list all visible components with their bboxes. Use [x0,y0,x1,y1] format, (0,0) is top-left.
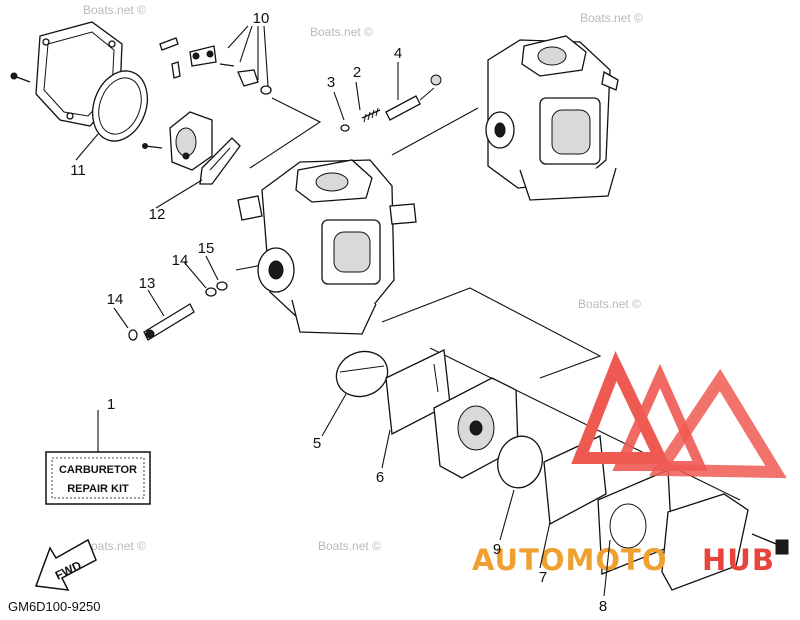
connector-line-jet [391,107,479,156]
repair-kit-label: CARBURETOR REPAIR KIT [45,410,151,505]
callout-8: 8 [599,598,607,615]
o-ring-15 [216,281,228,291]
callout-15: 15 [198,240,215,257]
callout-2: 2 [353,64,361,81]
watermark-7: Boats.net © [318,539,381,553]
gasket-7 [543,435,607,526]
callout-10: 10 [253,10,270,27]
watermark-2: Boats.net © [310,25,373,39]
brand-text-part2: HUB [702,543,775,577]
watermark-1: Boats.net © [83,3,146,17]
repair-kit-line2: REPAIR KIT [67,483,129,495]
callout-12: 12 [149,206,166,223]
diagram-code: GM6D100-9250 [8,599,101,614]
callout-13: 13 [139,275,156,292]
diaphragm-cover-assembly [10,21,241,185]
o-ring-9 [497,435,543,489]
automotohub-logo: AUTOMOTO HUB [472,350,787,577]
callout-6: 6 [376,469,384,486]
callout-3: 3 [327,74,335,91]
brand-text-part1: AUTOMOTO [472,543,667,577]
clip-part [159,37,179,51]
callout-11: 11 [70,162,86,179]
diaphragm-5 [335,350,389,398]
logo-triangle-right [648,368,787,479]
screw-4 [385,95,421,121]
fwd-arrow: FWD [34,538,97,591]
connector-line-right [381,287,602,379]
connector-line-top [249,97,322,169]
callout-7: 7 [539,569,547,586]
needle-valve [237,69,259,87]
throttle-shaft-parts [128,281,228,341]
carburetor-body-center [237,159,417,335]
watermark-6: Boats.net © [83,539,146,553]
carburetor-body-right [485,35,619,201]
o-ring-3 [340,124,350,132]
small-parts [159,37,442,132]
watermark-5: Boats.net © [578,297,641,311]
shaft-13 [143,303,195,341]
watermark-3: Boats.net © [580,11,643,25]
bracket [661,493,749,591]
fwd-arrow-icon [34,538,97,591]
callout-9: 9 [493,541,501,558]
callout-5: 5 [313,435,321,452]
washer-14-right [205,287,217,297]
callout-1: 1 [107,396,115,413]
callout-numbers: 1 2 3 4 5 6 7 8 9 10 11 12 13 14 14 15 [70,10,607,615]
callout-leaders [75,25,611,597]
pump-assembly-stack [335,349,789,591]
callout-14-right: 14 [172,252,189,269]
callout-14-left: 14 [107,291,124,308]
repair-kit-line1: CARBURETOR [59,464,137,476]
washer-14-left [128,329,138,341]
callout-4: 4 [394,45,402,62]
